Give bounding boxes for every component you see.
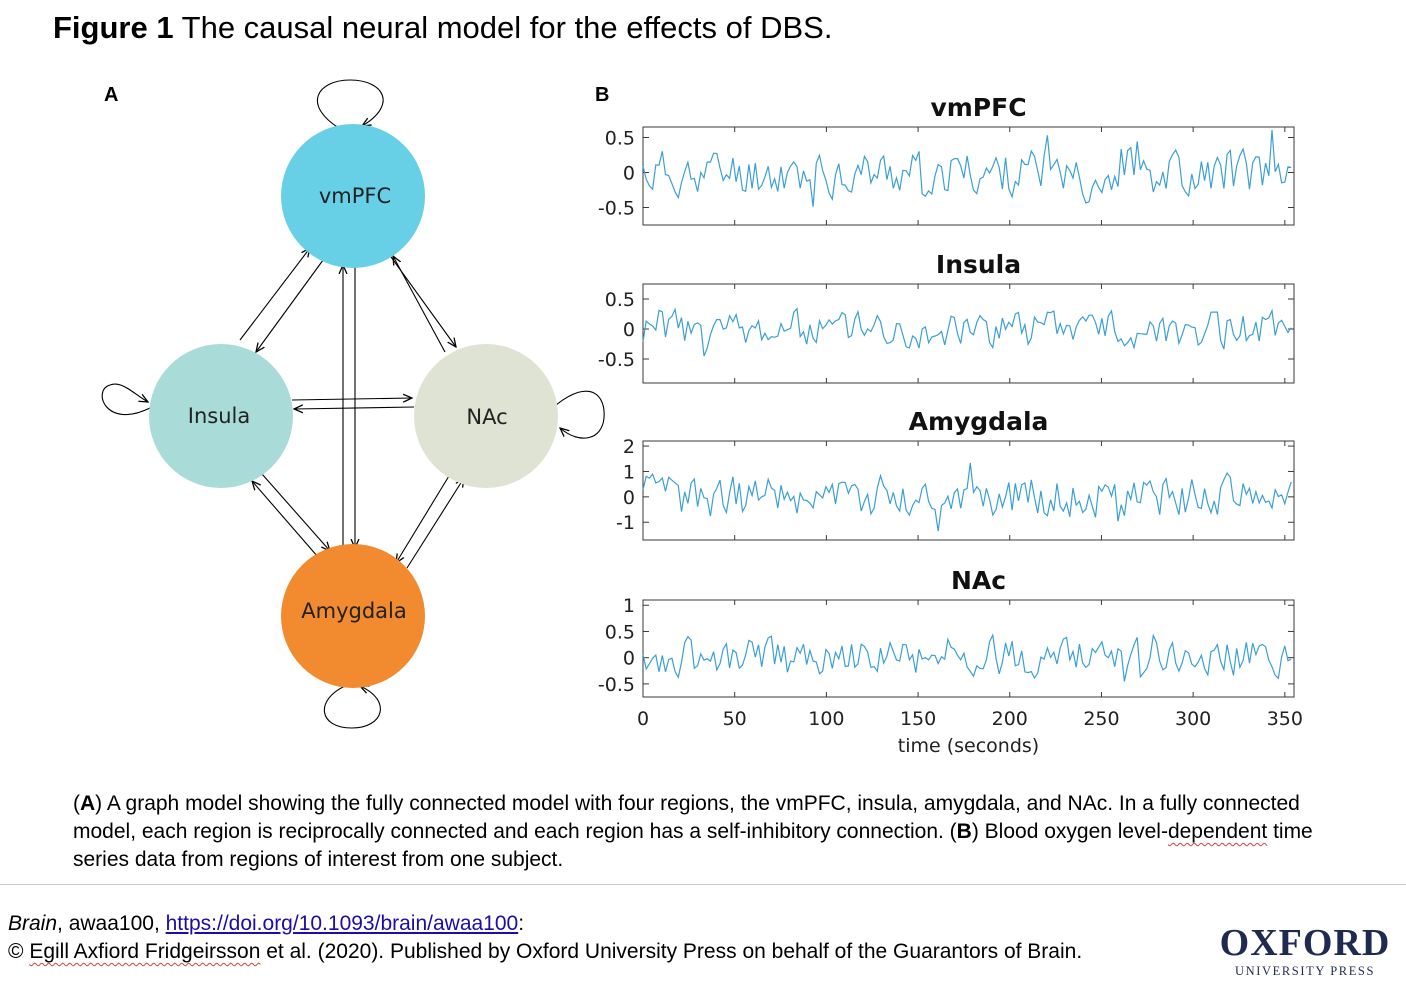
series-line [642,307,1292,357]
doi-link[interactable]: https://doi.org/10.1093/brain/awaa100 [165,912,519,935]
ytick-label: 0 [623,487,635,509]
edge-insula-to-vmpfc [239,248,310,341]
citation-journal: Brain [8,912,58,935]
self-loop-vmpfc [317,79,384,131]
ytick-label: 0 [623,648,635,670]
ytick-label: 1 [623,595,635,617]
xtick-label: 200 [992,708,1028,730]
edge-nac-to-vmpfc [393,256,446,353]
caption-b-label: B [956,820,972,843]
xtick-label: 50 [723,708,747,730]
figure-caption: (A) A graph model showing the fully conn… [73,792,1313,871]
ytick-label: -0.5 [598,674,635,696]
ytick-label: -0.5 [598,349,635,371]
ytick-label: 0.5 [605,289,635,311]
figure-title-text: The causal neural model for the effects … [181,10,833,45]
ytick-label: -1 [616,512,635,534]
xtick-label: 100 [808,708,844,730]
caption-b-text-2: dependent [1167,820,1268,843]
ytick-label: 1 [623,461,635,483]
xtick-label: 0 [637,708,649,730]
graph-nodes [149,124,558,688]
axes-box [642,126,1295,226]
ytick-label: 0 [623,319,635,341]
figure-title: Figure 1 The causal neural model for the… [53,10,832,46]
subplot-vmpfc: vmPFC 0.5 0 -0.5 [598,93,1295,226]
xtick-label: 250 [1083,708,1119,730]
graph-edges [101,79,605,729]
caption-b-text-1: ) Blood oxygen level- [971,820,1168,843]
self-loop-insula [101,383,151,415]
edge-nac-to-amygdala [396,470,453,563]
node-vmpfc [281,124,425,268]
caption-b-text-3: time series data from regions of interes… [73,820,1313,871]
node-amygdala [281,544,425,688]
citation-copyright-2: et al. (2020). Published by Oxford Unive… [260,940,1083,963]
series-line [642,462,1292,532]
xtick-label: 350 [1267,708,1303,730]
citation-copyright-1: © [8,940,30,963]
axes-box [642,440,1295,541]
edge-insula-to-nac [291,398,412,400]
subplot-amygdala: Amygdala 2 1 0 -1 [616,407,1295,541]
citation-article-id: , awaa100, [57,912,166,935]
panel-a-label: A [104,84,119,106]
panel-b-label: B [595,84,610,106]
node-nac [414,344,558,488]
ytick-label: 0 [623,163,635,185]
axes-box [642,283,1295,384]
edge-nac-to-insula [294,407,415,409]
subplot-title: NAc [951,566,1006,595]
subplot-title: vmPFC [930,93,1026,122]
subplot-title: Amygdala [909,407,1049,436]
node-insula [149,344,293,488]
node-label-vmpfc: vmPFC [319,184,391,208]
series-line [642,633,1292,682]
citation-colon: : [518,912,525,935]
ytick-label: 0.5 [605,621,635,643]
citation: Brain, awaa100, https://doi.org/10.1093/… [8,910,1198,966]
subplot-insula: Insula 0.5 0 -0.5 [598,250,1295,384]
figure-number: Figure 1 [53,10,174,45]
edge-amygdala-to-nac [406,478,464,569]
ytick-label: 2 [623,436,635,458]
oxford-university-press-logo: OXFORD UNIVERSITY PRESS [1215,924,1395,979]
logo-sub: UNIVERSITY PRESS [1234,964,1376,978]
xaxis-label: time (seconds) [898,735,1039,757]
subplot-title: Insula [936,250,1021,279]
caption-a-text: ) A graph model showing the fully connec… [73,792,1300,843]
ytick-label: -0.5 [598,198,635,220]
edge-amygdala-to-insula [252,481,319,558]
xtick-label: 150 [900,708,936,730]
series-line [642,129,1292,207]
xtick-label: 300 [1175,708,1211,730]
logo-main: OXFORD [1219,922,1391,964]
citation-author: Egill Axfiord Fridgeirsson [29,940,261,963]
ytick-label: 0.5 [605,128,635,150]
node-label-nac: NAc [466,405,507,429]
self-loop-amygdala [323,686,381,729]
node-label-insula: Insula [188,404,250,428]
axes-box [642,599,1295,698]
caption-a-label: A [80,792,96,815]
edge-vmpfc-to-insula [256,255,327,352]
self-loop-nac [555,390,605,439]
divider [0,884,1406,885]
edge-vmpfc-to-nac [385,249,456,347]
node-label-amygdala: Amygdala [301,599,406,623]
edge-insula-to-amygdala [261,473,330,551]
